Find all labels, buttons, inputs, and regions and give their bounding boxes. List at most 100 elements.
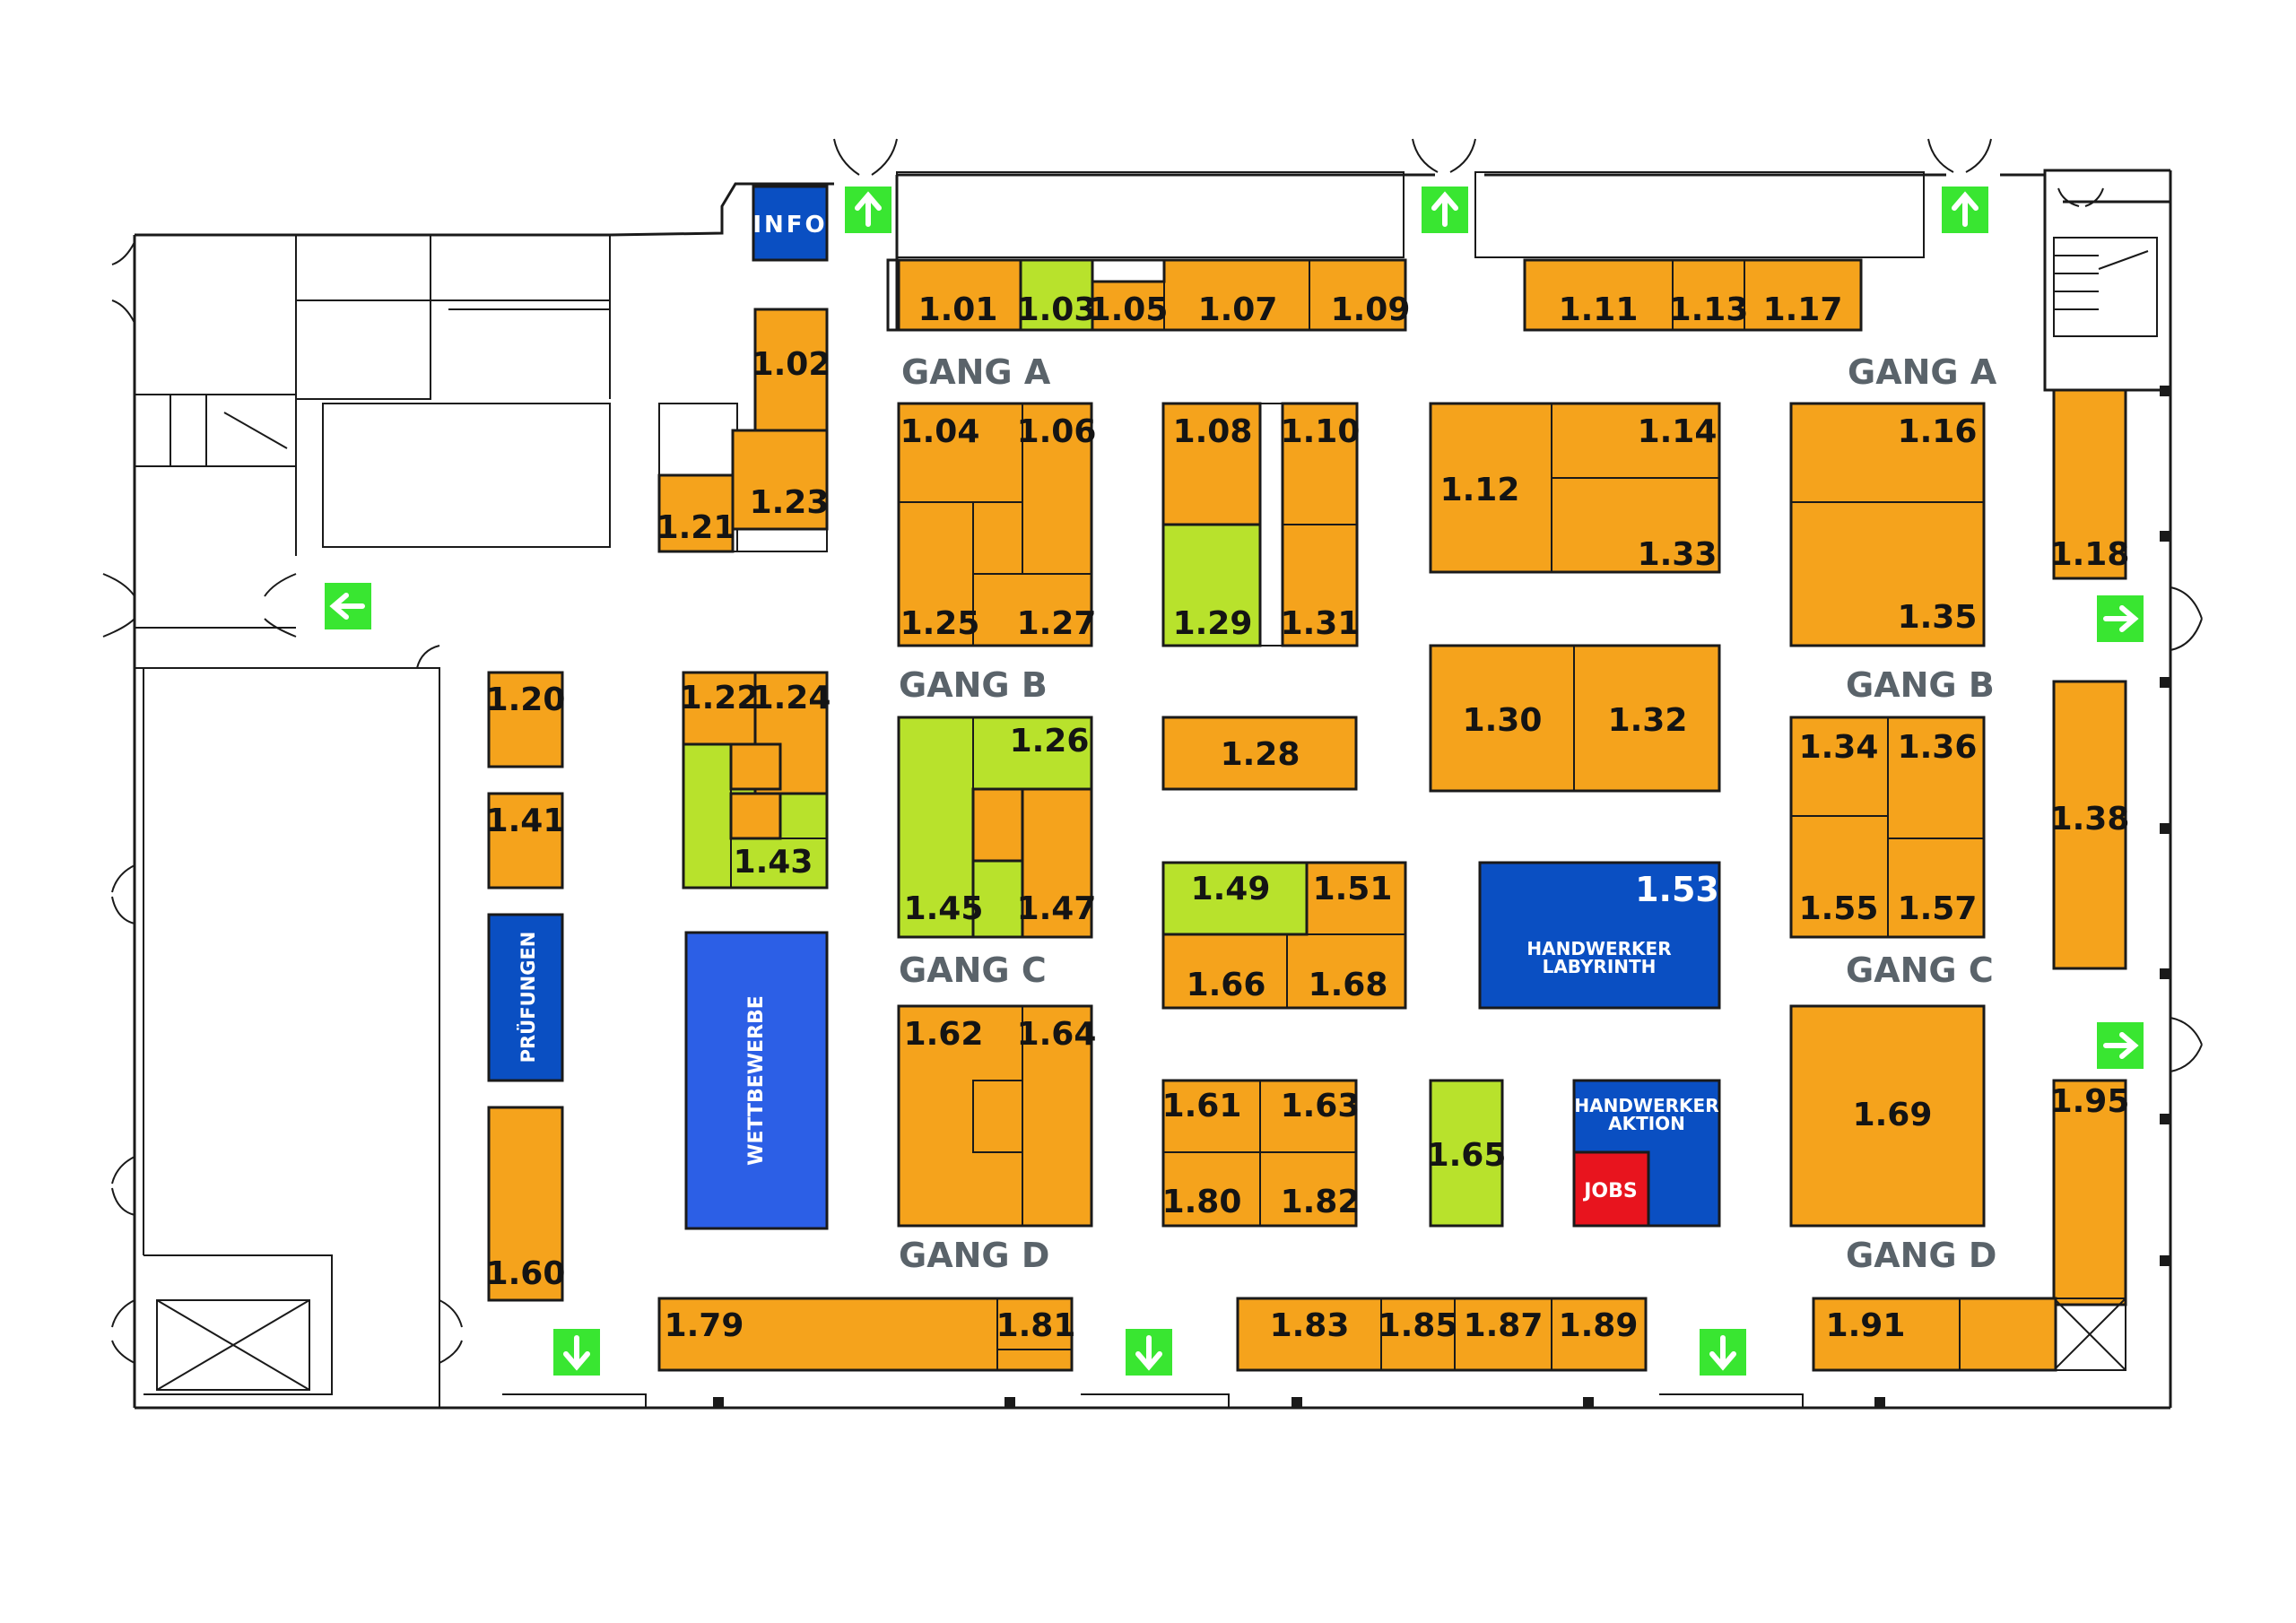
booth-1-22[interactable]: 1.22 [680, 680, 760, 716]
booth-1-89[interactable]: 1.89 [1559, 1307, 1639, 1344]
booth-1-95[interactable]: 1.95 [2050, 1083, 2130, 1120]
booth-1-04[interactable]: 1.04 [900, 413, 980, 450]
booth-block-1-22: 1.22 1.24 1.43 [680, 671, 831, 890]
booth-1-80[interactable]: 1.80 [1162, 1184, 1242, 1220]
booth-1-25[interactable]: 1.25 [900, 605, 980, 642]
exit-arrow-right-icon [2097, 595, 2144, 642]
booth-1-43[interactable]: 1.43 [734, 844, 813, 881]
wettbewerbe-label: WETTBEWERBE [745, 995, 768, 1166]
emergency-exits [325, 187, 2144, 1376]
booth-1-45[interactable]: 1.45 [904, 890, 984, 927]
aisle-label-gang-d-right: GANG D [1846, 1236, 1996, 1275]
booth-block-1-08: 1.08 1.10 1.29 1.31 [1161, 402, 1361, 647]
booth-1-69-group: 1.69 [1789, 1004, 1986, 1228]
booth-1-21[interactable]: 1.21 [657, 509, 736, 546]
booth-1-83[interactable]: 1.83 [1270, 1307, 1350, 1344]
exit-arrow-up-icon [1942, 187, 1988, 233]
booth-block-1-16: 1.16 1.35 [1789, 402, 1986, 647]
booth-1-81[interactable]: 1.81 [996, 1307, 1076, 1344]
booth-1-63[interactable]: 1.63 [1281, 1088, 1361, 1124]
exit-arrow-down-icon [1126, 1329, 1172, 1376]
booth-1-11[interactable]: 1.11 [1559, 291, 1639, 328]
booth-1-09[interactable]: 1.09 [1331, 291, 1411, 328]
booth-1-60[interactable]: 1.60 [486, 1255, 566, 1292]
booth-row-bottom: 1.79 1.81 1.83 1.85 1.87 1.89 1.91 [657, 1297, 2057, 1372]
booth-1-07[interactable]: 1.07 [1198, 291, 1278, 328]
booth-row-top-a: 1.01 1.03 1.05 1.07 1.09 1.11 1.13 1.17 [897, 258, 1863, 332]
booth-1-68[interactable]: 1.68 [1309, 967, 1388, 1003]
booth-1-53-labyrinth[interactable]: 1.53 HANDWERKER LABYRINTH [1478, 861, 1721, 1010]
booth-1-65-group: 1.65 [1427, 1079, 1507, 1228]
booth-1-51[interactable]: 1.51 [1313, 871, 1393, 907]
booth-1-29[interactable]: 1.29 [1173, 605, 1253, 642]
aktion-label-line1: HANDWERKER [1574, 1095, 1718, 1116]
booth-1-55[interactable]: 1.55 [1799, 890, 1879, 927]
booth-1-18[interactable]: 1.18 [2050, 536, 2130, 573]
booth-1-53: 1.53 [1635, 870, 1719, 909]
booth-1-06[interactable]: 1.06 [1017, 413, 1097, 450]
booth-1-35[interactable]: 1.35 [1898, 599, 1978, 636]
aisle-label-gang-d-left: GANG D [899, 1236, 1049, 1275]
booth-1-26[interactable]: 1.26 [1010, 723, 1090, 759]
exit-arrow-left-icon [325, 583, 371, 629]
booth-block-1-04: 1.04 1.06 1.25 1.27 [897, 402, 1097, 647]
booth-1-64[interactable]: 1.64 [1017, 1016, 1097, 1053]
booth-1-57[interactable]: 1.57 [1898, 890, 1978, 927]
jobs-label: JOBS [1582, 1180, 1638, 1202]
booth-1-28[interactable]: 1.28 [1221, 736, 1300, 773]
booth-1-61[interactable]: 1.61 [1162, 1088, 1242, 1124]
booth-1-36[interactable]: 1.36 [1898, 729, 1978, 766]
booth-1-14[interactable]: 1.14 [1638, 413, 1718, 450]
booth-1-20[interactable]: 1.20 [486, 681, 566, 718]
booth-block-1-61: 1.61 1.63 1.80 1.82 [1161, 1079, 1361, 1228]
booth-block-1-34: 1.34 1.36 1.55 1.57 [1789, 716, 1986, 939]
labyrinth-label-line2: LABYRINTH [1543, 956, 1657, 977]
info-label: INFO [752, 212, 827, 239]
booth-1-12[interactable]: 1.12 [1440, 472, 1520, 508]
booth-1-31[interactable]: 1.31 [1281, 605, 1361, 642]
booth-1-05[interactable]: 1.05 [1089, 291, 1169, 328]
booth-1-17[interactable]: 1.17 [1763, 291, 1843, 328]
booth-1-13[interactable]: 1.13 [1669, 291, 1749, 328]
booth-block-1-62: 1.62 1.64 [897, 1004, 1097, 1228]
info-desk[interactable]: INFO [752, 185, 829, 262]
booth-1-34[interactable]: 1.34 [1799, 729, 1879, 766]
booth-1-33[interactable]: 1.33 [1638, 536, 1718, 573]
booth-1-85[interactable]: 1.85 [1378, 1307, 1458, 1344]
booth-1-10[interactable]: 1.10 [1281, 413, 1361, 450]
booth-1-87[interactable]: 1.87 [1464, 1307, 1544, 1344]
exit-arrow-down-icon [1700, 1329, 1746, 1376]
booth-1-24[interactable]: 1.24 [752, 680, 831, 716]
booth-1-82[interactable]: 1.82 [1281, 1184, 1361, 1220]
booth-1-32[interactable]: 1.32 [1608, 702, 1688, 739]
booth-1-27[interactable]: 1.27 [1017, 605, 1097, 642]
booth-block-1-30: 1.30 1.32 [1429, 644, 1721, 793]
booth-right-column: 1.18 1.38 1.95 [2050, 388, 2130, 1371]
aisle-label-gang-b-right: GANG B [1846, 665, 1995, 705]
handwerker-aktion-area[interactable]: HANDWERKER AKTION JOBS [1572, 1079, 1721, 1228]
booth-1-02[interactable]: 1.02 [752, 346, 831, 383]
booth-1-38[interactable]: 1.38 [2050, 801, 2130, 838]
wettbewerbe-area[interactable]: WETTBEWERBE [684, 931, 829, 1230]
booth-1-69[interactable]: 1.69 [1853, 1097, 1933, 1133]
booth-1-30[interactable]: 1.30 [1463, 702, 1543, 739]
aktion-label-line2: AKTION [1608, 1113, 1685, 1134]
booth-1-28-group: 1.28 [1161, 716, 1358, 791]
booth-1-47[interactable]: 1.47 [1017, 890, 1097, 927]
booth-1-49[interactable]: 1.49 [1191, 871, 1271, 907]
booth-1-41[interactable]: 1.41 [486, 803, 566, 839]
booth-1-65[interactable]: 1.65 [1427, 1137, 1507, 1174]
booth-1-23[interactable]: 1.23 [750, 484, 830, 521]
booth-1-03[interactable]: 1.03 [1017, 291, 1097, 328]
booth-1-01[interactable]: 1.01 [918, 291, 998, 328]
booth-group-1-02: 1.02 1.23 1.21 [657, 308, 831, 553]
booth-1-66[interactable]: 1.66 [1187, 967, 1266, 1003]
booth-1-16[interactable]: 1.16 [1898, 413, 1978, 450]
exit-arrow-right-icon [2097, 1022, 2144, 1069]
aisle-label-gang-c-right: GANG C [1846, 950, 1994, 990]
booth-1-08[interactable]: 1.08 [1173, 413, 1253, 450]
booth-1-62[interactable]: 1.62 [904, 1016, 984, 1053]
booth-1-79[interactable]: 1.79 [665, 1307, 744, 1344]
booth-1-91[interactable]: 1.91 [1826, 1307, 1906, 1344]
